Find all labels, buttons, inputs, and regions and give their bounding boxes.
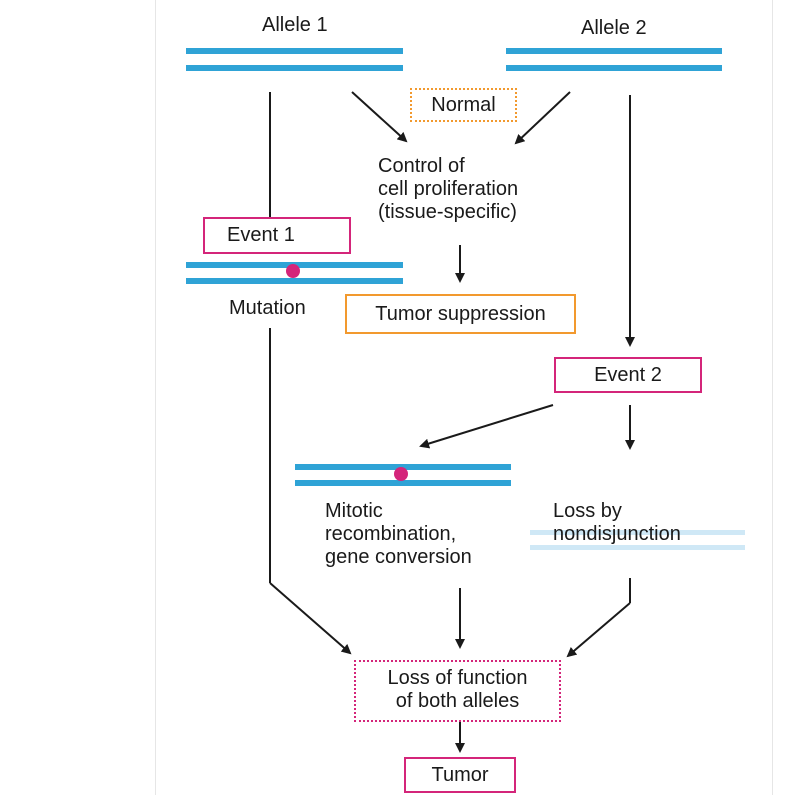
control-line1: Control of [378,155,465,177]
loss-of-function-box: Loss of function of both alleles [354,660,561,722]
normal-box: Normal [410,88,517,122]
allele1-to-control-arrow [351,91,408,143]
loss-line2: nondisjunction [553,523,681,545]
mutation-diagonal-arrow [269,582,352,655]
recombination-mutation-dot [394,467,408,481]
control-text: Control of cell proliferation (tissue-sp… [378,155,518,224]
normal-label: Normal [431,94,496,116]
event1-box: Event 1 [203,217,351,254]
event2-to-recombination-arrow [419,404,554,449]
tumor-suppression-label: Tumor suppression [375,303,546,325]
event2-box: Event 2 [554,357,702,393]
mutation-dot [286,264,300,278]
control-line3: (tissue-specific) [378,201,517,223]
allele1-chromosome [186,48,403,71]
loss-func-line2: of both alleles [395,690,520,712]
control-line2: cell proliferation [378,178,519,200]
mitotic-text: Mitotic recombination, gene conversion [325,500,472,569]
tumor-suppression-box: Tumor suppression [345,294,576,334]
tumor-box: Tumor [404,757,516,793]
recombined-chromosome [295,464,511,486]
event2-label: Event 2 [594,364,662,386]
mutation-label: Mutation [229,297,306,319]
event1-label: Event 1 [227,224,295,246]
loss-text: Loss by nondisjunction [553,500,681,546]
loss-line1: Loss by [553,500,622,522]
allele2-label: Allele 2 [581,17,647,39]
loss-func-line1: Loss of function [387,667,528,689]
allele1-label: Allele 1 [262,14,328,36]
allele2-chromosome [506,48,722,71]
tumor-label: Tumor [431,764,489,786]
mitotic-line1: Mitotic [325,500,383,522]
nondisjunction-to-loss-arrow [566,602,631,658]
mitotic-line2: recombination, [325,523,457,545]
lost-chromosome [530,530,745,550]
mutated-chromosome [186,262,403,284]
allele2-to-control-arrow [514,91,571,145]
mitotic-line3: gene conversion [325,546,472,568]
